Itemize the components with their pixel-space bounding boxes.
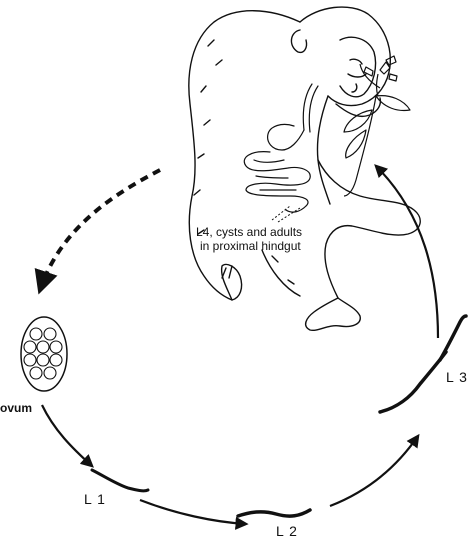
- l2-to-l3-arrow: [329, 433, 420, 508]
- chimpanzee-host-icon: [188, 6, 421, 332]
- larva-l3-lower: [378, 350, 448, 414]
- plant-sprig-icon: [343, 55, 411, 197]
- larva-icon: [90, 314, 468, 518]
- hindgut-label-line2: in proximal hindgut: [200, 239, 301, 253]
- l2-label: L 2: [276, 523, 298, 539]
- hindgut-leader-lines: [271, 205, 301, 223]
- l1-to-l2-arrow: [139, 498, 249, 530]
- ovum-egg-icon: [20, 316, 68, 392]
- hindgut-label-line1: L4, cysts and adults: [196, 225, 302, 239]
- faeces-to-ovum-arrow: [34, 168, 161, 295]
- l1-label: L 1: [84, 491, 106, 507]
- l3-label: L 3: [446, 369, 468, 385]
- l3-to-host-arrow: [374, 164, 440, 339]
- larva-l2: [236, 508, 312, 518]
- ovum-to-l1-arrow: [41, 404, 94, 468]
- ovum-label: ovum: [0, 401, 32, 415]
- larva-l3-upper: [438, 314, 468, 362]
- intestine-icon: [243, 83, 319, 213]
- larva-l1: [90, 468, 150, 493]
